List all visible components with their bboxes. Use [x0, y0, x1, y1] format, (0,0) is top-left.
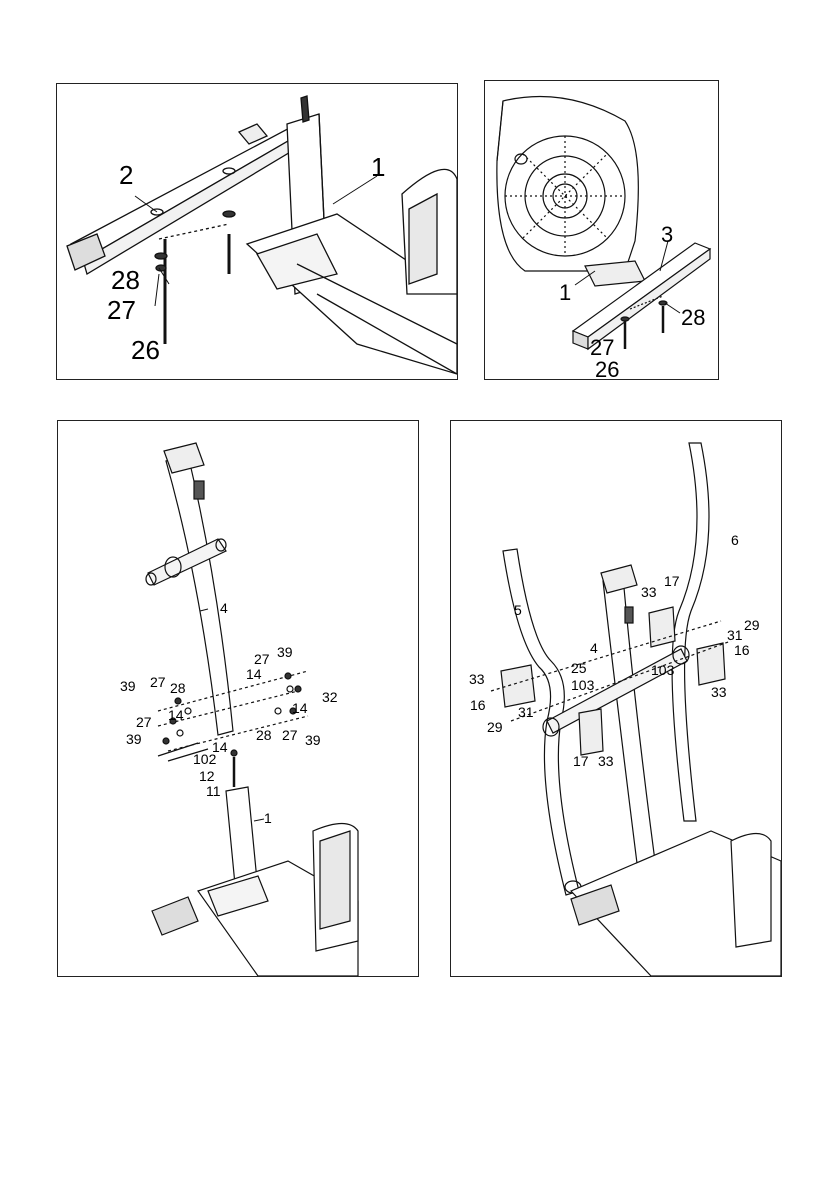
part-label-39: 39: [305, 733, 321, 747]
part-label-103: 103: [651, 663, 674, 677]
part-label-29: 29: [744, 618, 760, 632]
part-label-29: 29: [487, 720, 503, 734]
part-label-33: 33: [641, 585, 657, 599]
part-label-33: 33: [711, 685, 727, 699]
part-label-16: 16: [470, 698, 486, 712]
part-label-27: 27: [107, 297, 136, 323]
step3-panel: 4 27 39 14 32 14 28 27 39 39 27 28 14 27…: [57, 420, 419, 977]
part-label-31: 31: [727, 628, 743, 642]
part-label-31: 31: [518, 705, 534, 719]
step4-drawing: [451, 421, 781, 976]
part-label-1: 1: [371, 154, 385, 180]
part-label-14: 14: [246, 667, 262, 681]
part-label-28: 28: [170, 681, 186, 695]
part-label-27: 27: [590, 337, 614, 359]
part-label-28: 28: [111, 267, 140, 293]
part-label-27: 27: [136, 715, 152, 729]
part-label-28: 28: [256, 728, 272, 742]
step3-drawing: [58, 421, 418, 976]
step2-panel: 3 1 28 27 26: [484, 80, 719, 380]
part-label-33: 33: [598, 754, 614, 768]
part-label-26: 26: [131, 337, 160, 363]
step1-drawing: [57, 84, 457, 379]
part-label-14: 14: [292, 701, 308, 715]
part-label-27: 27: [254, 652, 270, 666]
part-label-4: 4: [220, 601, 228, 615]
part-label-3: 3: [661, 224, 673, 246]
part-label-102: 102: [193, 752, 216, 766]
part-label-17: 17: [573, 754, 589, 768]
part-label-1: 1: [264, 811, 272, 825]
part-label-12: 12: [199, 769, 215, 783]
part-label-28: 28: [681, 307, 705, 329]
part-label-27: 27: [150, 675, 166, 689]
part-label-27: 27: [282, 728, 298, 742]
part-label-26: 26: [595, 359, 619, 380]
part-label-39: 39: [126, 732, 142, 746]
part-label-6: 6: [731, 533, 739, 547]
part-label-33: 33: [469, 672, 485, 686]
part-label-25: 25: [571, 661, 587, 675]
part-label-32: 32: [322, 690, 338, 704]
part-label-5: 5: [514, 603, 522, 617]
part-label-39: 39: [120, 679, 136, 693]
part-label-4: 4: [590, 641, 598, 655]
part-label-2: 2: [119, 162, 133, 188]
part-label-1: 1: [559, 282, 571, 304]
part-label-16: 16: [734, 643, 750, 657]
part-label-39: 39: [277, 645, 293, 659]
part-label-14: 14: [168, 708, 184, 722]
step1-panel: 2 1 28 27 26: [56, 83, 458, 380]
step4-panel: 6 33 17 5 4 31 29 16 25 103 103 33 33 16…: [450, 420, 782, 977]
part-label-17: 17: [664, 574, 680, 588]
part-label-11: 11: [206, 784, 221, 798]
part-label-103: 103: [571, 678, 594, 692]
